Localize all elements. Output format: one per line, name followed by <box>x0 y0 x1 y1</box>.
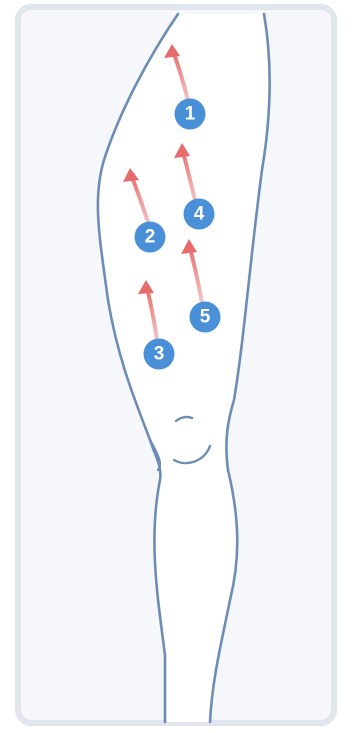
site-marker-2: 2 <box>135 222 166 253</box>
site-marker-label: 3 <box>154 344 165 365</box>
site-marker-3: 3 <box>144 339 175 370</box>
site-marker-5: 5 <box>190 302 221 333</box>
site-marker-label: 4 <box>194 204 205 225</box>
site-marker-1: 1 <box>175 99 206 130</box>
site-marker-label: 2 <box>145 227 156 248</box>
site-marker-label: 5 <box>200 307 211 328</box>
site-marker-label: 1 <box>185 104 196 125</box>
site-marker-4: 4 <box>184 199 215 230</box>
